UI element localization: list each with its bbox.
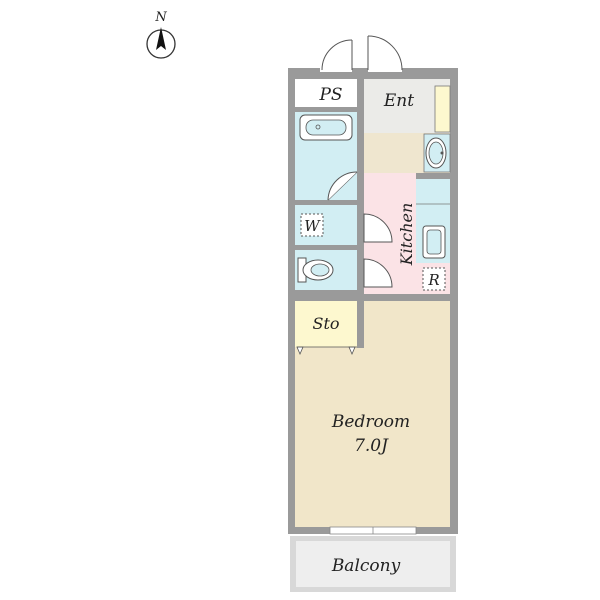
ps-door-gap (320, 66, 352, 72)
ps-floor (295, 79, 357, 107)
entrance-label: Ent (383, 91, 414, 111)
toilet-icon (297, 257, 334, 283)
balcony-floor (296, 541, 450, 587)
kitchen-sink-icon (422, 225, 446, 259)
washroom-door (363, 213, 393, 243)
compass: N (146, 10, 176, 59)
storage-floor-top (295, 301, 357, 347)
bathtub-icon (299, 114, 353, 141)
washer-label: W (304, 217, 321, 235)
storage-wall (357, 296, 364, 348)
storage-doors (296, 346, 357, 356)
washbasin-icon (423, 133, 451, 173)
compass-north-label: N (154, 10, 167, 25)
storage-label: Sto (312, 314, 339, 333)
ent-door-swing (367, 35, 403, 71)
bedroom-size-label: 7.0J (354, 436, 389, 456)
washer-box (300, 213, 324, 237)
ps-door-swing (321, 39, 353, 71)
refrigerator-label: R (427, 271, 439, 289)
bedroom-label: Bedroom (331, 412, 410, 432)
refrigerator-box (422, 267, 446, 291)
bath-door (327, 171, 358, 201)
entrance-doors (320, 35, 403, 72)
shoe-cabinet (434, 85, 451, 133)
balcony-label: Balcony (331, 556, 401, 576)
toilet-door (363, 258, 393, 288)
ps-label: PS (318, 85, 342, 105)
ent-door-gap (368, 66, 402, 72)
north-arrow-icon (156, 27, 166, 50)
kitchen-label: Kitchen (397, 203, 416, 267)
bedroom-top-wall (295, 294, 450, 301)
